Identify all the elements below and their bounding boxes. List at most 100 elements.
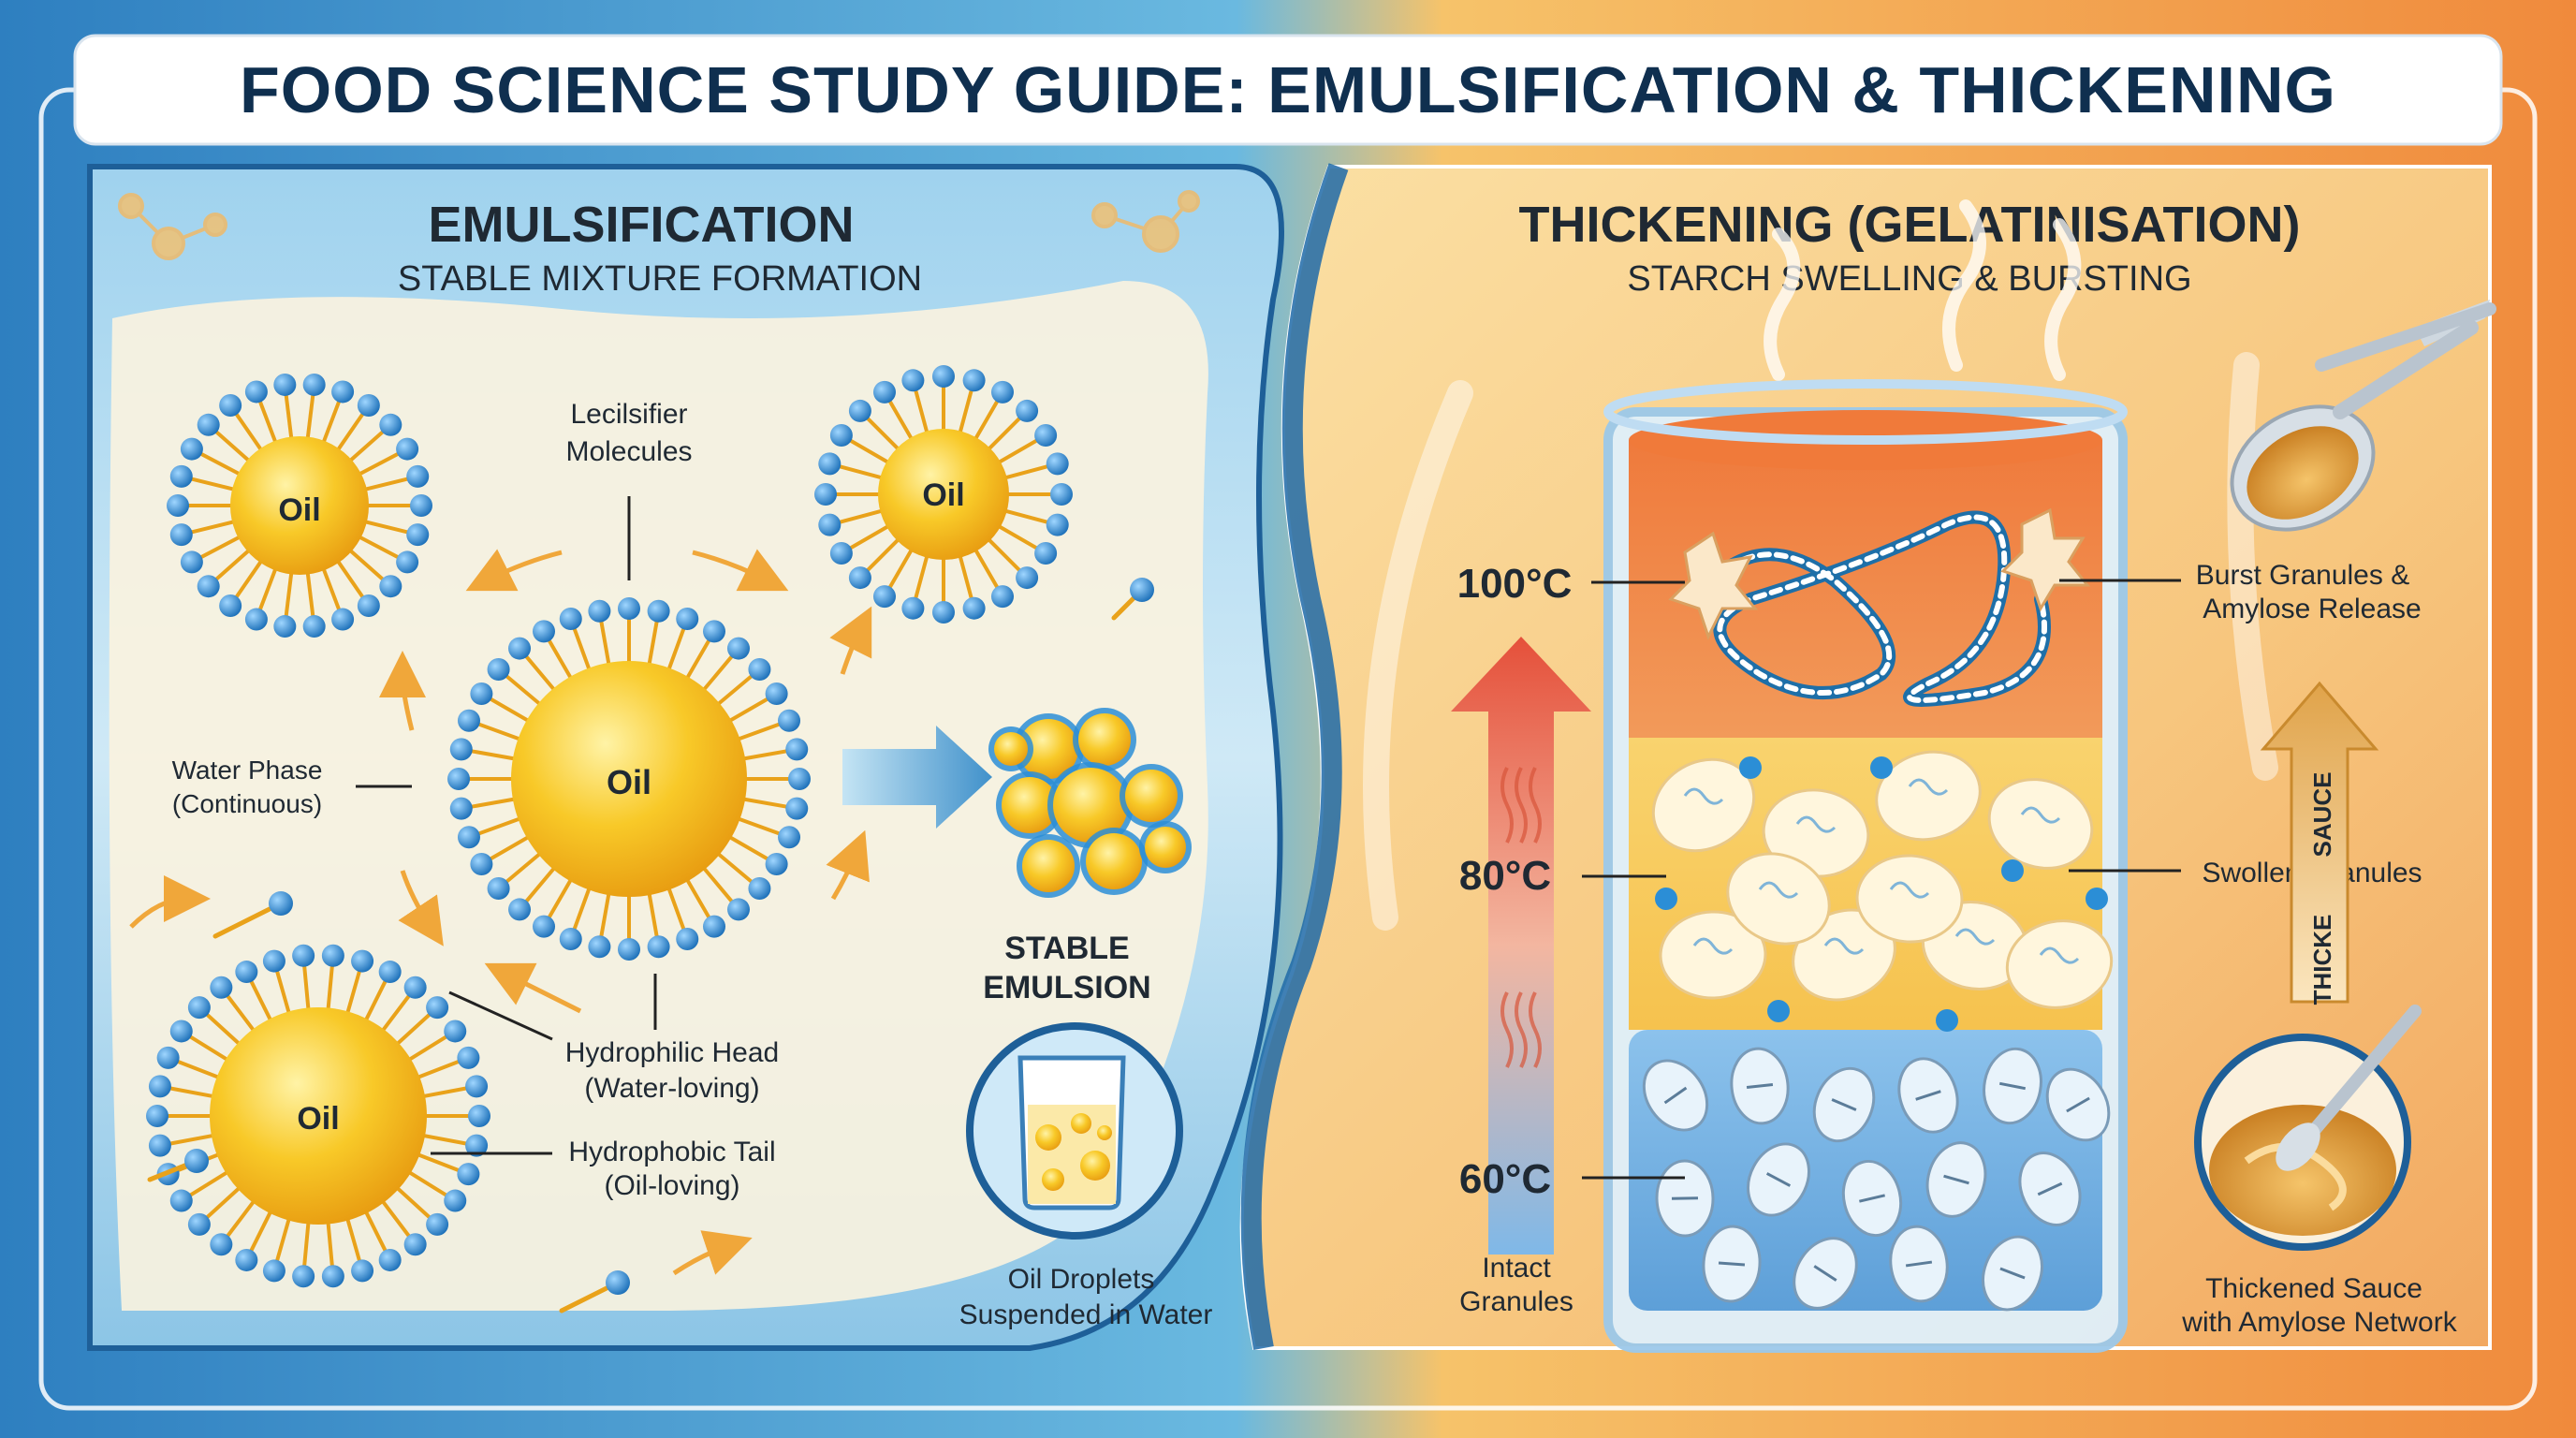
- emulsification-heading: EMULSIFICATION: [429, 197, 855, 253]
- hydrophobic-tail: [377, 1195, 413, 1240]
- hydrophilic-head: [273, 615, 297, 638]
- hydrophilic-head: [357, 394, 380, 418]
- hydrophilic-head: [187, 996, 211, 1020]
- hydrophilic-head: [351, 1259, 374, 1283]
- hydrophobic-tail: [319, 563, 343, 613]
- arrow-up-icon: [1451, 637, 1591, 1255]
- hydrophobic-tail: [737, 748, 790, 762]
- hydrophilic-head: [210, 1233, 233, 1256]
- hydrophilic-head: [873, 585, 896, 609]
- hydrophobic-tail: [913, 387, 930, 439]
- hydrophilic-head: [447, 768, 470, 790]
- hydrophilic-head: [991, 585, 1014, 609]
- hydrophilic-head: [244, 608, 268, 631]
- hydrophobic-tail: [665, 882, 687, 933]
- granule-strand: [1908, 778, 1949, 796]
- hydrophilic-head: [396, 550, 419, 574]
- title-bar: [73, 34, 2503, 146]
- oil-droplet-icon: [210, 1007, 427, 1225]
- hydrophobic-tail: [999, 463, 1051, 481]
- hydrophobic-tail: [571, 882, 593, 933]
- hydrophobic-tail: [402, 1033, 450, 1064]
- hydrophobic-tail: [522, 653, 560, 696]
- emulsifier-label-2: Molecules: [565, 436, 692, 467]
- hydrophobic-tail: [957, 387, 974, 439]
- hydrophobic-tail: [971, 543, 1001, 592]
- hydrophobic-tail: [846, 521, 895, 551]
- hydrophobic-tail: [359, 476, 411, 493]
- granule-marking: [1813, 1265, 1837, 1282]
- hydrophilic-head: [703, 915, 725, 938]
- hydrophilic-head: [703, 620, 725, 643]
- hydrophilic-head: [1050, 483, 1073, 506]
- cluster-droplet: [1018, 719, 1078, 779]
- hydrophilic-head: [487, 876, 510, 900]
- spoon-icon: [2230, 300, 2496, 532]
- hydrophilic-head: [470, 682, 493, 705]
- hydrophobic-tail: [598, 618, 612, 671]
- hydrophobic-tail: [304, 391, 315, 445]
- hydrophilic-head: [457, 1163, 480, 1186]
- hydrophilic-head: [180, 437, 203, 461]
- hydrophobic-tail: [503, 672, 546, 710]
- hydrophilic-head: [1016, 566, 1039, 590]
- hydrophobic-tail: [188, 476, 241, 493]
- hydrophobic-tail: [468, 796, 521, 810]
- hydrophilic-head: [331, 380, 355, 404]
- hydrophilic-head: [901, 596, 925, 620]
- granule-strand: [1823, 937, 1865, 955]
- hydrophobic-tail: [503, 848, 546, 886]
- heat-swirl-arrows: [1363, 352, 2278, 931]
- hydrophobic-tail: [248, 1205, 275, 1255]
- free-emulsifier-tail: [212, 901, 284, 939]
- hydrophilic-head: [403, 976, 427, 999]
- hydrophilic-head: [765, 853, 788, 875]
- granule-marking: [1998, 1081, 2027, 1091]
- hydrophobic-tail: [203, 1011, 245, 1049]
- sauce-label-1: Thickened Sauce: [2205, 1273, 2422, 1304]
- granule-strand: [1889, 881, 1930, 899]
- hydrophobic-tail: [992, 437, 1041, 467]
- hydrophobic-tail: [546, 873, 576, 921]
- hydrophilic-head: [262, 1259, 285, 1283]
- hydrophilic-head: [262, 949, 285, 973]
- sauce-bowl-icon: [2194, 1005, 2422, 1251]
- hydrophobic-tail: [646, 887, 660, 940]
- burst-label-2: Amylose Release: [2203, 594, 2421, 624]
- hydrophilic-head: [244, 380, 268, 404]
- arrow-right-icon: [842, 726, 992, 829]
- hydrophobic-tail: [992, 521, 1041, 551]
- hydrophilic-head: [146, 1105, 168, 1127]
- hydrophobic-tail: [332, 555, 366, 601]
- oil-droplets-label-2: Suspended in Water: [959, 1299, 1213, 1330]
- hydrophilic-head: [378, 1248, 402, 1271]
- starch-granule-icon: [1651, 757, 1756, 853]
- water-molecule: [1739, 756, 1762, 779]
- hydrophobic-tail: [256, 398, 280, 448]
- sauce-arrow-text-bottom: THICKE: [2308, 915, 2336, 1005]
- hydrophobic-tail: [274, 967, 293, 1020]
- starch-granule-icon: [1659, 910, 1767, 1000]
- starch-granule-icon: [1875, 750, 1982, 842]
- granule-marking: [1999, 1267, 2026, 1280]
- hydrophilic-head: [647, 599, 670, 623]
- granule-marking: [1718, 1261, 1746, 1267]
- intact-granules: [1642, 1047, 2111, 1312]
- stable-emulsion-cluster: [988, 708, 1192, 898]
- hydrophilic-head: [468, 1105, 490, 1127]
- hydrophilic-head: [292, 944, 315, 967]
- hydrophilic-head: [292, 1265, 315, 1288]
- intact-granules-label-2: Granules: [1459, 1286, 1573, 1317]
- temp-60-label: 60°C: [1459, 1156, 1551, 1202]
- molecule-icon: [118, 190, 1200, 260]
- hydrophobic-tail: [836, 507, 888, 525]
- hydrophilic-head: [470, 853, 493, 875]
- hydrophilic-head: [302, 373, 326, 396]
- cluster-droplet: [1022, 840, 1075, 892]
- hydrophilic-head: [873, 380, 896, 404]
- hydrophilic-head: [848, 566, 871, 590]
- free-emulsifier-head: [606, 1270, 630, 1295]
- intact-granules-label-1: Intact: [1482, 1253, 1551, 1284]
- emulsification-subheading: STABLE MIXTURE FORMATION: [398, 259, 922, 299]
